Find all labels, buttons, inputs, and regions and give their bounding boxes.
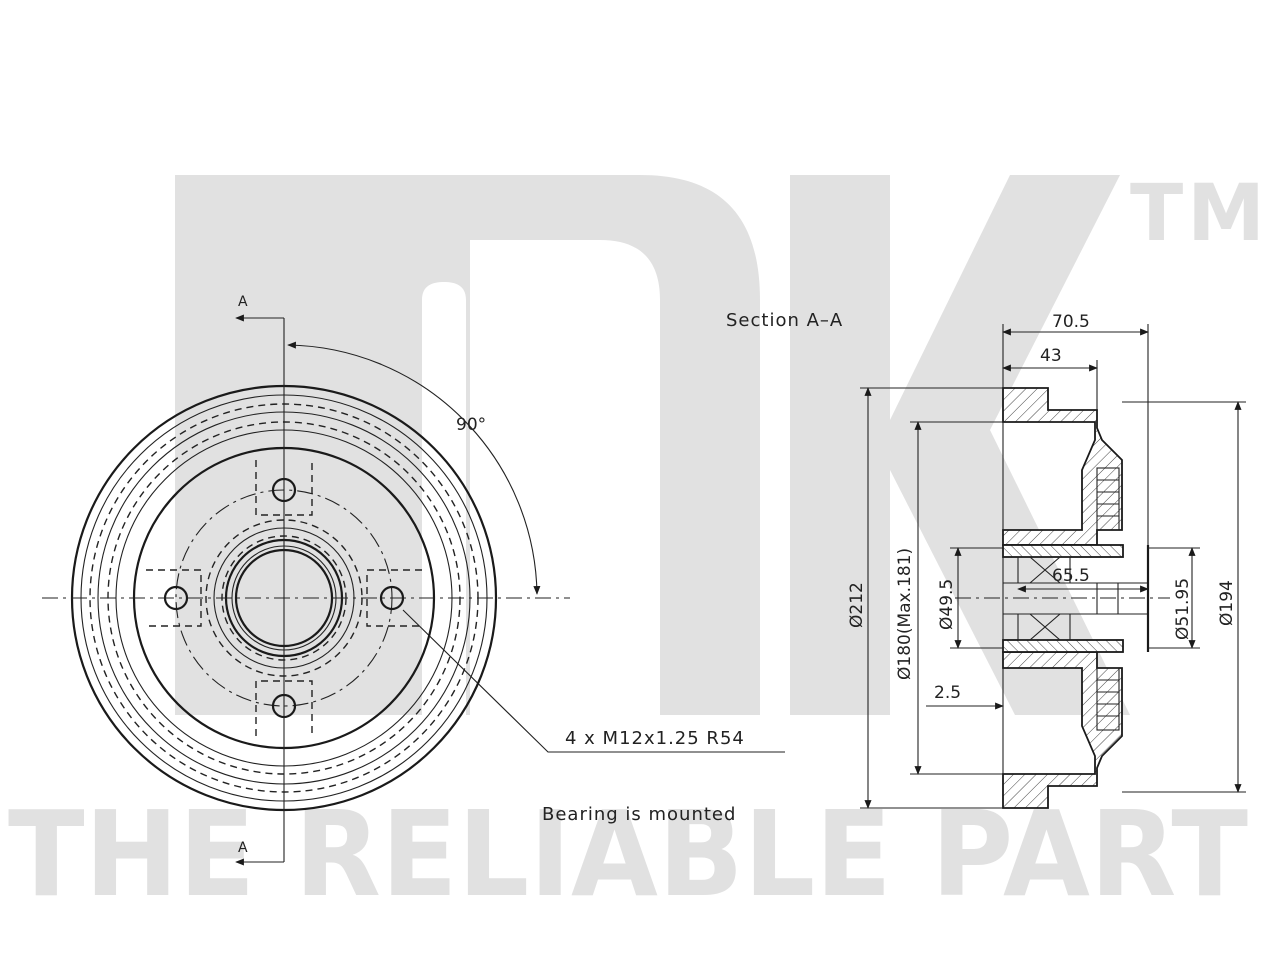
bearing-note: Bearing is mounted [542, 804, 736, 825]
dim-seat-diameter: Ø51.95 [1173, 578, 1193, 640]
dim-hub-width: 43 [1040, 346, 1062, 366]
section-view: Section A–A [726, 310, 1246, 809]
dim-overall-width: 70.5 [1052, 312, 1090, 332]
hub-lower-block [1002, 639, 1124, 653]
drum-wall-lower [1002, 651, 1123, 809]
hub-upper-block [1002, 544, 1124, 558]
section-title: Section A–A [726, 310, 843, 331]
stud-upper [1096, 467, 1120, 531]
dim-bearing-length: 65.5 [1052, 566, 1090, 586]
dim-offset: 2.5 [934, 683, 961, 703]
dim-inner-diameter: Ø180(Max.181) [895, 548, 915, 680]
angle-arc [287, 341, 541, 595]
dim-outer-diameter: Ø212 [847, 582, 867, 628]
bolt-callout: 4 x M12x1.25 R54 [565, 728, 745, 749]
dim-flange-diameter: Ø194 [1217, 580, 1237, 626]
section-marker-top: A [238, 294, 248, 310]
dim-bore-diameter: Ø49.5 [937, 579, 957, 630]
bolt-callout-leader [402, 609, 785, 753]
angle-label: 90° [456, 415, 486, 435]
drum-wall-upper [1002, 387, 1123, 546]
stud-lower [1096, 667, 1120, 731]
front-view: A A 90° 4 x M12x1.25 R54 Bearing is moun… [42, 294, 785, 866]
logo-k-shape [790, 175, 1130, 715]
section-marker-bottom: A [238, 840, 248, 856]
logo-mark-shape [175, 175, 760, 715]
trademark-text: TM [1130, 169, 1269, 259]
